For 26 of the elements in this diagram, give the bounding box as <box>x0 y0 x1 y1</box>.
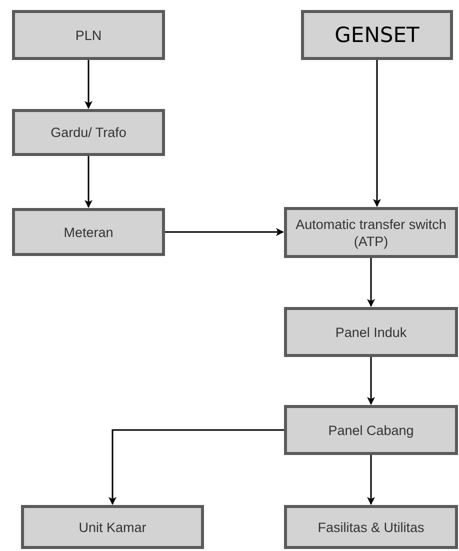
box-label: GENSET <box>334 22 420 48</box>
box-label: Panel Induk <box>335 324 407 340</box>
box-label: Gardu/ Trafo <box>50 124 126 141</box>
process-box <box>301 10 453 60</box>
arrow <box>165 228 284 236</box>
arrow <box>367 357 375 405</box>
process-box <box>12 109 165 156</box>
box-label: Unit Kamar <box>78 518 146 536</box>
process-box <box>284 207 458 258</box>
box-label: Fasilitas & Utilitas <box>318 518 424 536</box>
arrow <box>108 429 284 505</box>
arrow <box>367 455 375 505</box>
process-box <box>284 505 458 549</box>
box-label: Panel Cabang <box>328 422 414 438</box>
arrow <box>84 60 92 109</box>
process-box <box>12 10 165 60</box>
arrow <box>373 60 381 207</box>
arrow <box>367 258 375 307</box>
process-box <box>284 405 458 455</box>
process-box <box>21 505 204 549</box>
arrow <box>84 156 92 208</box>
process-box <box>284 307 458 357</box>
box-label: Automatic transfer switch (ATP) <box>294 216 448 250</box>
box-label: Meteran <box>64 224 114 240</box>
box-label: PLN <box>75 26 102 44</box>
process-box <box>12 208 165 256</box>
